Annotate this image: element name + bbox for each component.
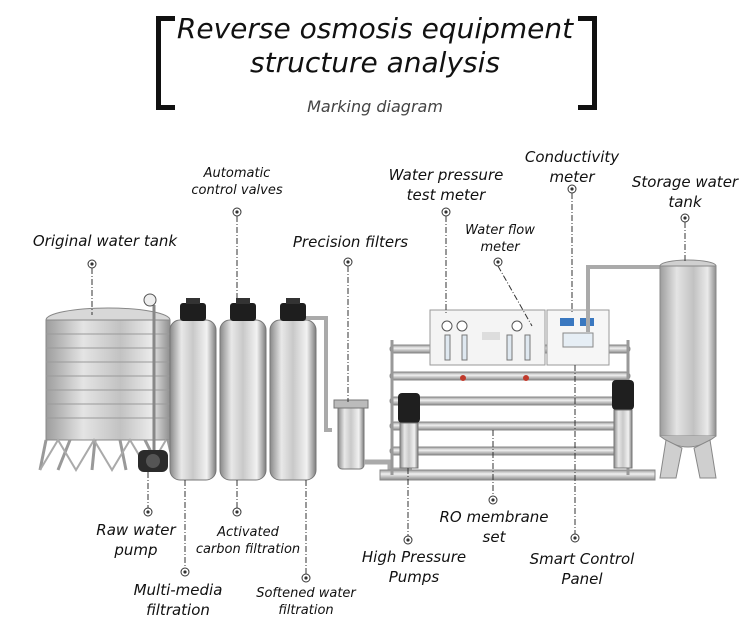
label-water-pressure-line1: Water pressure [388,166,504,184]
label-conductivity-line2: meter [549,168,595,186]
label-ro-membrane-line1: RO membrane [439,508,549,526]
label-high-pressure-pumps: High Pressure Pumps [360,547,468,587]
title-line-1: Reverse osmosis equipment [176,12,574,45]
label-automatic-control-valves-line1: Automatic [203,166,271,181]
label-water-pressure-line2: test meter [406,186,486,204]
label-softened-water-line2: filtration [278,603,334,618]
label-water-flow-meter: Water flow meter [455,222,545,256]
filter-columns-graphic [169,298,332,481]
label-automatic-control-valves-line2: control valves [191,183,283,198]
label-multi-media-line1: Multi-media [133,581,223,599]
label-raw-water-pump-line1: Raw water [96,521,176,539]
original-water-tank-graphic [38,293,177,472]
diagram-subtitle: Marking diagram [307,97,443,116]
label-water-flow-line2: meter [480,240,520,255]
leader-lines [91,193,686,575]
label-ro-membrane-line2: set [482,528,506,546]
label-high-pressure-line1: High Pressure [361,548,467,566]
label-smart-control-line1: Smart Control [529,550,635,568]
label-softened-water-filtration: Softened water filtration [250,585,362,619]
diagram-title: Reverse osmosis equipment structure anal… [150,12,600,80]
raw-water-pump-graphic [138,450,168,472]
leader-markers [87,184,690,583]
label-storage-water-tank-line2: tank [668,193,702,211]
label-high-pressure-line2: Pumps [388,568,440,586]
label-original-water-tank: Original water tank [30,231,180,251]
title-line-2: structure analysis [250,46,500,79]
storage-water-tank-graphic [586,259,717,479]
label-water-pressure-test-meter: Water pressure test meter [385,165,507,205]
label-precision-filters-text: Precision filters [292,233,409,251]
label-conductivity-meter: Conductivity meter [518,147,626,187]
label-activated-carbon-filtration: Activated carbon filtration [192,524,304,558]
label-activated-carbon-line1: Activated [217,525,279,540]
label-storage-water-tank-line1: Storage water [631,173,739,191]
title-bracket-right [578,16,597,110]
label-water-flow-line1: Water flow [465,223,535,238]
label-ro-membrane-set: RO membrane set [436,507,552,547]
label-multi-media-line2: filtration [146,601,210,619]
label-softened-water-line1: Softened water [256,586,356,601]
label-smart-control-line2: Panel [561,570,603,588]
label-raw-water-pump-line2: pump [114,541,158,559]
label-precision-filters: Precision filters [288,232,413,252]
label-automatic-control-valves: Automatic control valves [177,165,297,199]
label-smart-control-panel: Smart Control Panel [522,549,642,589]
label-storage-water-tank: Storage water tank [625,172,745,212]
label-multi-media-filtration: Multi-media filtration [128,580,228,620]
label-activated-carbon-line2: carbon filtration [195,542,301,557]
label-conductivity-line1: Conductivity [524,148,620,166]
title-bracket-left [156,16,175,110]
high-pressure-pumps-graphic [398,380,634,469]
label-raw-water-pump: Raw water pump [90,520,182,560]
label-original-water-tank-text: Original water tank [32,232,178,250]
